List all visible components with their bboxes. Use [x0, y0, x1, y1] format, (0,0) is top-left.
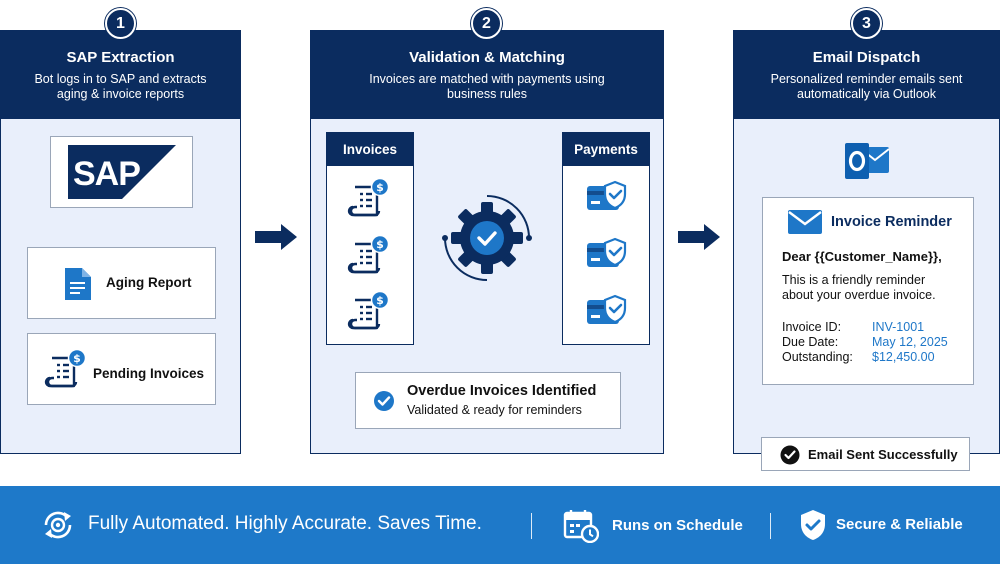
check-circle-icon	[780, 445, 800, 465]
envelope-icon	[788, 210, 822, 234]
step-2-panel: Validation & Matching Invoices are match…	[310, 30, 664, 454]
invoices-column-header: Invoices	[327, 133, 413, 166]
footer-bar: Fully Automated. Highly Accurate. Saves …	[0, 486, 1000, 564]
payments-column: Payments	[562, 132, 650, 345]
flow-arrow-1	[255, 224, 297, 250]
card-shield-icon	[585, 293, 629, 333]
step-2-description: Invoices are matched with payments using…	[369, 72, 605, 101]
step-1-description: Bot logs in to SAP and extracts aging & …	[34, 72, 207, 101]
overdue-result-title: Overdue Invoices Identified	[407, 383, 597, 399]
sap-logo: SAP ®	[68, 145, 176, 199]
overdue-result-card: Overdue Invoices Identified Validated & …	[355, 372, 621, 429]
email-preview-card: Invoice Reminder Dear {{Customer_Name}},…	[762, 197, 974, 385]
email-sent-status: Email Sent Successfully	[761, 437, 970, 471]
step-3-badge: 3	[851, 8, 882, 39]
gear-check-icon	[442, 195, 532, 281]
shield-check-icon	[801, 510, 825, 540]
invoice-dollar-icon	[347, 234, 391, 278]
check-circle-icon	[374, 391, 394, 411]
pending-invoices-card: Pending Invoices	[27, 333, 216, 405]
invoices-column: Invoices	[326, 132, 414, 345]
step-1-badge: 1	[105, 8, 136, 39]
step-2-title: Validation & Matching	[409, 49, 565, 66]
email-sent-label: Email Sent Successfully	[808, 447, 958, 462]
sap-registered-mark: ®	[136, 189, 143, 199]
card-shield-icon	[585, 236, 629, 276]
outstanding-value: $12,450.00	[872, 350, 935, 364]
aging-report-card: Aging Report	[27, 247, 216, 319]
step-3-description: Personalized reminder emails sent automa…	[770, 72, 963, 101]
email-title: Invoice Reminder	[831, 214, 952, 230]
automation-cycle-icon	[44, 511, 72, 539]
step-3-title: Email Dispatch	[812, 49, 921, 66]
step-1-header: SAP Extraction Bot logs in to SAP and ex…	[1, 31, 240, 119]
footer-divider-1	[531, 513, 532, 539]
email-greeting: Dear {{Customer_Name}},	[782, 249, 942, 264]
step-1-title: SAP Extraction	[66, 49, 175, 66]
step-3-panel: Email Dispatch Personalized reminder ema…	[733, 30, 1000, 454]
invoice-dollar-icon	[44, 348, 88, 392]
footer-divider-2	[770, 513, 771, 539]
outstanding-label: Outstanding:	[782, 350, 853, 364]
document-icon	[65, 268, 91, 300]
aging-report-label: Aging Report	[106, 275, 192, 290]
footer-tagline: Fully Automated. Highly Accurate. Saves …	[88, 513, 482, 534]
invoice-id-label: Invoice ID:	[782, 320, 842, 334]
card-shield-icon	[585, 179, 629, 219]
step-3-header: Email Dispatch Personalized reminder ema…	[734, 31, 999, 119]
footer-secure-label: Secure & Reliable	[836, 516, 963, 533]
sap-logo-card: SAP ®	[50, 136, 193, 208]
footer-schedule-label: Runs on Schedule	[612, 517, 743, 534]
due-date-label: Due Date:	[782, 335, 839, 349]
step-1-panel: SAP Extraction Bot logs in to SAP and ex…	[0, 30, 241, 454]
invoice-id-value: INV-1001	[872, 320, 925, 334]
step-2-badge: 2	[471, 8, 502, 39]
pending-invoices-label: Pending Invoices	[93, 366, 205, 381]
invoice-dollar-icon	[347, 290, 391, 334]
calendar-clock-icon	[563, 510, 599, 543]
email-body-line-1: This is a friendly reminder	[782, 273, 926, 287]
step-2-header: Validation & Matching Invoices are match…	[311, 31, 663, 119]
outlook-icon	[845, 143, 890, 179]
sap-logo-text: SAP	[73, 155, 140, 193]
invoice-dollar-icon	[347, 177, 391, 221]
due-date-value: May 12, 2025	[872, 335, 948, 349]
overdue-result-subtitle: Validated & ready for reminders	[407, 403, 582, 417]
payments-column-header: Payments	[563, 133, 649, 166]
flow-arrow-2	[678, 224, 720, 250]
email-body-line-2: about your overdue invoice.	[782, 288, 936, 302]
